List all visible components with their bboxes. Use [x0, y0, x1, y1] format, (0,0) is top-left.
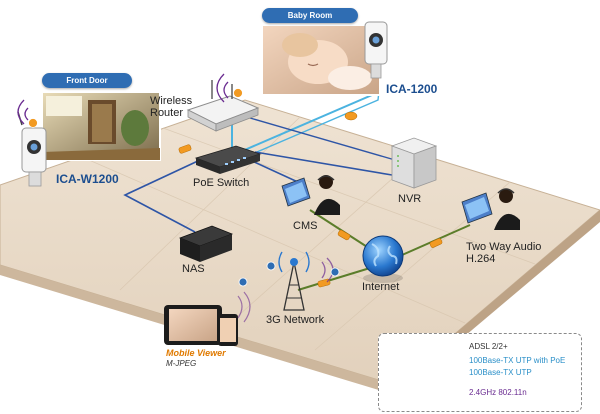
audio-label-line1: Two Way Audio [466, 241, 542, 253]
nvr-icon [390, 137, 438, 189]
nas-label: NAS [182, 263, 205, 275]
nvr-label: NVR [398, 193, 422, 205]
cms-workstation-icon [281, 175, 340, 215]
mobile-viewer-devices [164, 291, 251, 346]
3g-tower-icon [278, 251, 310, 311]
mobile-viewer-label: Mobile Viewer [166, 348, 226, 358]
legend-wifi: 2.4GHz 802.11n [469, 388, 527, 397]
legend-utp: 100Base-TX UTP [469, 368, 532, 377]
wifi-badges [28, 88, 340, 287]
utp-line-router-nvr [249, 117, 396, 161]
utp-line-nvr [254, 151, 393, 176]
legend-poe: 100Base-TX UTP with PoE [469, 356, 566, 365]
ica-w1200-camera-icon [17, 111, 47, 187]
ica-1200-camera-icon [364, 21, 388, 79]
baby-room-label: Baby Room [262, 8, 358, 23]
ica-w1200-label: ICA-W1200 [56, 172, 119, 186]
3g-network-label: 3G Network [266, 314, 325, 326]
adsl-line-3g [297, 267, 371, 291]
port-badges [178, 111, 443, 288]
wireless-router-icon [186, 80, 260, 132]
ica-1200-label: ICA-1200 [386, 82, 438, 96]
internet-label: Internet [362, 281, 400, 293]
wifi-icons [17, 73, 334, 283]
router-label-line1: Wireless [150, 95, 193, 107]
front-door-photo [41, 91, 161, 161]
poe-switch-label: PoE Switch [193, 177, 250, 189]
audio-workstation-icon [461, 188, 520, 230]
poe-switch-icon [194, 145, 262, 174]
internet-globe-icon [362, 235, 404, 283]
legend-box: ADSL 2/2+ 100Base-TX UTP with PoE 100Bas… [378, 333, 582, 412]
cms-label: CMS [293, 220, 318, 232]
nas-icon [178, 225, 234, 262]
router-label-line2: Router [150, 107, 184, 119]
mobile-codec-label: M-JPEG [166, 359, 197, 368]
baby-room-photo [261, 24, 381, 96]
utp-line-nas [123, 159, 201, 233]
legend-adsl: ADSL 2/2+ [469, 342, 508, 351]
utp-line-cms [249, 159, 301, 184]
audio-label-line2: H.264 [466, 253, 496, 265]
front-door-label: Front Door [42, 73, 132, 88]
